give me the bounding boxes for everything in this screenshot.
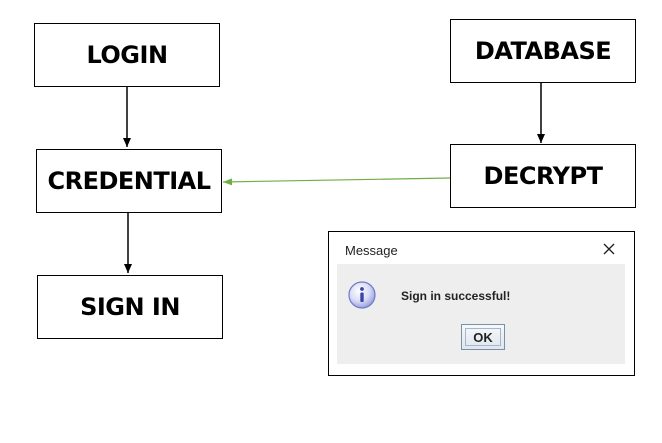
decrypt-label: DECRYPT [483, 162, 603, 190]
login-label: LOGIN [86, 41, 168, 69]
message-dialog: Message [337, 236, 625, 364]
decrypt-box: DECRYPT [450, 144, 636, 208]
login-box: LOGIN [34, 23, 220, 87]
info-icon [347, 280, 377, 310]
dialog-message: Sign in successful! [401, 289, 511, 303]
dialog-titlebar: Message [337, 236, 625, 264]
arrow-decrypt-to-credential [222, 177, 451, 186]
database-box: DATABASE [450, 19, 636, 83]
dialog-title: Message [345, 243, 398, 258]
message-dialog-screenshot: Message [328, 231, 635, 376]
database-label: DATABASE [474, 37, 612, 65]
credential-label: CREDENTIAL [47, 167, 211, 195]
ok-button[interactable]: OK [461, 324, 505, 350]
close-icon[interactable] [599, 239, 619, 259]
credential-box: CREDENTIAL [36, 149, 222, 213]
ok-button-label: OK [473, 329, 493, 345]
sign-in-box: SIGN IN [37, 275, 223, 339]
sign-in-label: SIGN IN [80, 293, 180, 321]
